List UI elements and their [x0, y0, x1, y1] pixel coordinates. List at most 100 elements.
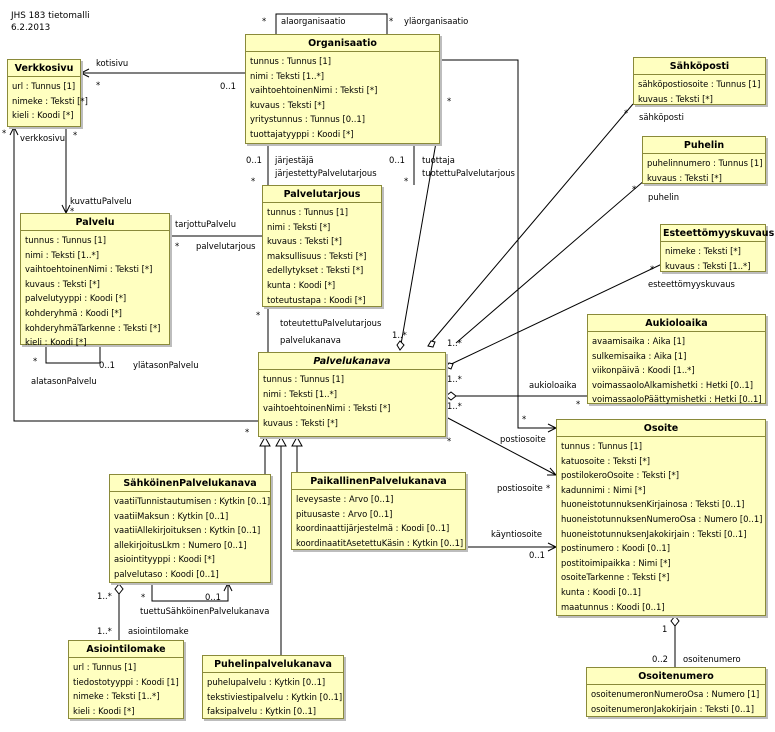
- document-date: 6.2.2013: [11, 23, 51, 33]
- attribute: kuvaus : Teksti [*]: [250, 99, 325, 110]
- role-label: postiosoite: [497, 483, 543, 493]
- class-puhelin[interactable]: Puhelin puhelinnumero : Tunnus [1] kuvau…: [642, 136, 766, 184]
- attribute: osoitenumeronJakokirjain : Teksti [0..1]: [591, 703, 754, 714]
- class-palvelutarjous[interactable]: Palvelutarjous tunnus : Tunnus [1] nimi …: [262, 185, 382, 307]
- triangle-puhelin: [275, 435, 287, 447]
- attribute: yritystunnus : Tunnus [0..1]: [250, 114, 365, 125]
- role-label: sähköposti: [639, 112, 684, 122]
- attribute: vaihtoehtoinenNimi : Teksti [*]: [263, 403, 391, 414]
- diamond-sahkoposti: [427, 340, 436, 348]
- attribute: asiointityyppi : Koodi [*]: [114, 554, 215, 565]
- attribute: koordinaattijärjestelmä : Koodi [0..1]: [296, 523, 450, 534]
- multiplicity-label: *: [245, 427, 250, 437]
- attribute: huoneistotunnuksenNumeroOsa : Numero [0.…: [561, 513, 763, 524]
- class-sahkoinenpalvelukanava[interactable]: SähköinenPalvelukanava vaatiiTunnistautu…: [109, 474, 271, 583]
- multiplicity-label: 1..*: [447, 374, 462, 384]
- attribute: sulkemisaika : Aika [1]: [592, 350, 687, 361]
- role-label: järjestettyPalvelutarjous: [275, 168, 377, 178]
- attribute: url : Tunnus [1]: [12, 81, 76, 91]
- attribute: kieli : Koodi [*]: [25, 337, 87, 348]
- multiplicity-label: *: [73, 130, 78, 140]
- multiplicity-label: *: [141, 592, 146, 602]
- association-org-palvelukanava: [399, 130, 439, 351]
- diamond-esteettomyys: [445, 362, 454, 370]
- class-palvelu[interactable]: Palvelu tunnus : Tunnus [1] nimi : Tekst…: [20, 213, 170, 347]
- attribute: puhelinnumero : Tunnus [1]: [647, 158, 763, 168]
- attribute: kadunnimi : Nimi [*]: [561, 484, 646, 495]
- role-label: kuvattuPalvelu: [70, 196, 132, 206]
- diamond-osoitenumero: [670, 615, 680, 627]
- class-aukioloaika[interactable]: Aukioloaika avaamisaika : Aika [1] sulke…: [587, 314, 766, 404]
- multiplicity-label: 0..2: [652, 654, 668, 664]
- association-org-postiosoite: [440, 59, 556, 429]
- multiplicity-label: *: [2, 128, 7, 138]
- multiplicity-label: *: [624, 108, 629, 118]
- attribute: puhelupalvelu : Kytkin [0..1]: [207, 677, 326, 687]
- class-sahkoposti[interactable]: Sähköposti sähköpostiosoite : Tunnus [1]…: [633, 57, 766, 105]
- class-organisaatio[interactable]: Organisaatio tunnus : Tunnus [1] nimi : …: [245, 34, 440, 144]
- attribute: kuvaus : Teksti [*]: [267, 236, 342, 247]
- self-association-palvelu: [45, 345, 101, 364]
- multiplicity-label: 1..*: [392, 330, 407, 340]
- role-label: esteettömyyskuvaus: [648, 279, 735, 289]
- association-esteettomyys: [444, 263, 663, 368]
- class-name: Palvelu: [21, 214, 169, 231]
- attribute: tunnus : Tunnus [1]: [263, 374, 344, 384]
- class-name: Puhelinpalvelukanava: [203, 656, 343, 673]
- class-osoite[interactable]: Osoite tunnus : Tunnus [1] katuosoite : …: [556, 419, 766, 616]
- arrowhead-verkkosivu: [9, 125, 19, 136]
- attribute: kieli : Koodi [*]: [12, 110, 74, 121]
- role-label: alatasonPalvelu: [31, 376, 97, 386]
- attribute: katuosoite : Teksti [*]: [561, 455, 650, 466]
- association-verkkosivu: [13, 127, 258, 422]
- attribute: sähköpostiosoite : Tunnus [1]: [638, 79, 761, 89]
- role-label: puhelin: [648, 192, 680, 202]
- role-label: kotisivu: [96, 58, 129, 68]
- attribute: tunnus : Tunnus [1]: [561, 441, 642, 451]
- class-name: Esteettömyyskuvaus: [661, 225, 774, 242]
- attribute: kohderyhmä : Koodi [*]: [25, 307, 122, 318]
- attribute: leveysaste : Arvo [0..1]: [296, 494, 394, 504]
- attribute: edellytykset : Teksti [*]: [267, 265, 364, 276]
- class-osoitenumero[interactable]: Osoitenumero osoitenumeronNumeroOsa : Nu…: [586, 667, 766, 717]
- attribute: toteutustapa : Koodi [*]: [267, 294, 366, 305]
- attribute: kuvaus : Teksti [*]: [263, 417, 338, 428]
- attribute: tunnus : Tunnus [1]: [250, 56, 331, 66]
- multiplicity-label: *: [546, 483, 551, 493]
- attribute: palvelutaso : Koodi [0..1]: [114, 568, 219, 579]
- multiplicity-label: 0..1: [529, 550, 545, 560]
- role-label: alaorganisaatio: [281, 16, 346, 26]
- attribute: nimeke : Teksti [1..*]: [73, 691, 160, 702]
- multiplicity-label: *: [632, 184, 637, 194]
- multiplicity-label: *: [389, 16, 394, 26]
- multiplicity-label: 1..*: [97, 591, 112, 601]
- attribute: nimi : Teksti [1..*]: [263, 388, 337, 399]
- attribute: pituusaste : Arvo [0..1]: [296, 508, 393, 519]
- role-label: järjestäjä: [275, 155, 314, 165]
- class-palvelukanava[interactable]: Palvelukanava tunnus : Tunnus [1] nimi :…: [258, 352, 446, 437]
- attribute: maksullisuus : Teksti [*]: [267, 250, 367, 261]
- attribute: nimeke : Teksti [*]: [12, 95, 88, 106]
- class-name: Verkkosivu: [8, 60, 80, 77]
- attribute: tunnus : Tunnus [1]: [25, 235, 106, 245]
- class-paikallinenpalvelukanava[interactable]: PaikallinenPalvelukanava leveysaste : Ar…: [291, 472, 466, 550]
- attribute: allekirjoitusLkm : Numero [0..1]: [114, 539, 247, 550]
- arrowhead-kotisivu: [79, 68, 90, 78]
- multiplicity-label: 0..1: [389, 155, 405, 165]
- diamond-org-kanava: [396, 340, 405, 351]
- attribute: maatunnus : Koodi [0..1]: [561, 601, 665, 612]
- role-label: verkkosivu: [20, 133, 66, 143]
- multiplicity-label: 0..1: [220, 81, 236, 91]
- multiplicity-label: *: [251, 176, 256, 186]
- attribute: voimassaoloPäättymishetki : Hetki [0..1]: [592, 394, 762, 405]
- attribute: kuvaus : Teksti [*]: [638, 93, 713, 104]
- class-asiointilomake[interactable]: Asiointilomake url : Tunnus [1] tiedosto…: [68, 640, 184, 719]
- multiplicity-label: *: [576, 399, 581, 409]
- class-puhelinpalvelukanava[interactable]: Puhelinpalvelukanava puhelupalvelu : Kyt…: [202, 655, 344, 719]
- class-esteettomyyskuvaus[interactable]: Esteettömyyskuvaus nimeke : Teksti [*] k…: [660, 224, 774, 272]
- class-verkkosivu[interactable]: Verkkosivu url : Tunnus [1] nimeke : Tek…: [7, 59, 88, 127]
- attribute: viikonpäivä : Koodi [1..*]: [592, 365, 695, 376]
- multiplicity-label: *: [404, 176, 409, 186]
